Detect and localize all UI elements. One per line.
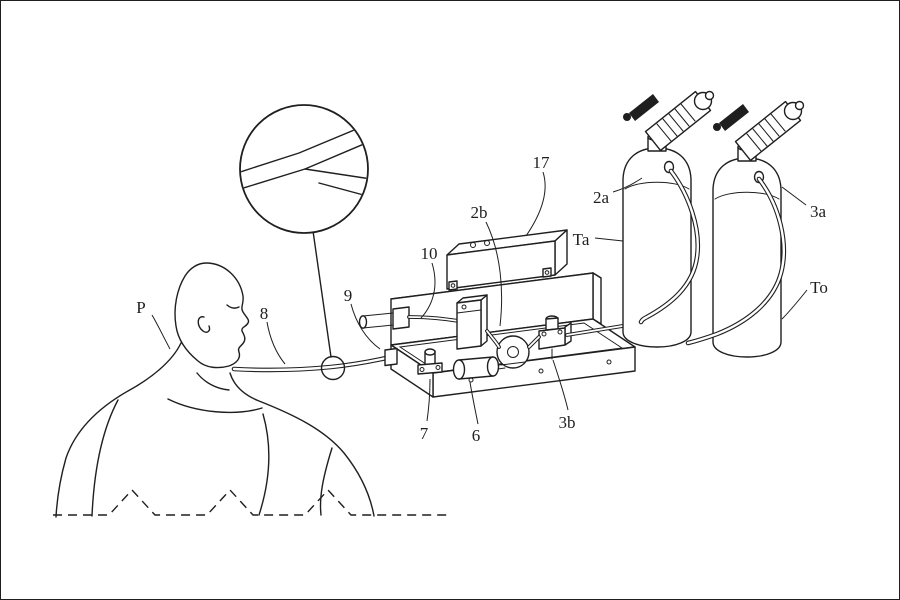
leader-7 xyxy=(426,378,431,422)
detail-marker-circle xyxy=(320,355,346,381)
control-box-17 xyxy=(446,229,568,291)
person-collar-line xyxy=(196,372,230,391)
tray-screw xyxy=(538,368,544,374)
breathing-tube-inner xyxy=(232,355,393,372)
fitting-7 xyxy=(417,348,443,375)
regulator-handle xyxy=(629,94,659,121)
label-9: 9 xyxy=(344,286,353,305)
leader-2b xyxy=(485,221,503,327)
reference-labels: P 8 9 10 17 2b 3b 6 7 2a Ta 3a To xyxy=(136,153,828,445)
label-3a: 3a xyxy=(810,202,827,221)
box-foot xyxy=(448,280,458,291)
regulator-handle xyxy=(719,104,749,131)
leader-8 xyxy=(266,321,286,365)
label-ta: Ta xyxy=(573,230,590,249)
break-line xyxy=(53,488,447,516)
leader-3a xyxy=(781,186,807,206)
person-back-outline xyxy=(55,342,182,518)
leader-9 xyxy=(350,303,381,350)
regulator-2a xyxy=(623,90,715,174)
person-eye xyxy=(226,304,240,309)
inlet-flange xyxy=(358,315,368,329)
hose-ta-inner xyxy=(639,169,699,324)
leader-6 xyxy=(469,381,479,425)
label-8: 8 xyxy=(260,304,269,323)
person-head-outline xyxy=(174,262,250,369)
magnifier-detail xyxy=(239,104,369,381)
leader-2a xyxy=(612,177,643,193)
box-foot xyxy=(542,267,552,278)
label-17: 17 xyxy=(533,153,551,172)
gas-cylinder-ta xyxy=(622,90,715,348)
bulkhead-fitting xyxy=(384,347,398,367)
person-torso-line xyxy=(258,413,270,516)
tray-screw xyxy=(606,359,612,365)
gas-cylinder-to xyxy=(712,100,805,358)
inlet-piping xyxy=(358,306,461,367)
person-chest-line xyxy=(167,398,263,414)
label-to: To xyxy=(810,278,828,297)
label-10: 10 xyxy=(421,244,438,263)
connecting-pipes xyxy=(485,329,541,349)
magnifier-pointer-line xyxy=(312,230,332,358)
person-ear xyxy=(197,316,211,333)
leader-lines xyxy=(151,171,808,425)
hose-to-inner xyxy=(686,177,785,345)
leader-3b xyxy=(552,359,569,411)
label-2b: 2b xyxy=(471,203,488,222)
leader-p xyxy=(151,314,171,350)
back-panel xyxy=(390,272,602,346)
label-7: 7 xyxy=(420,424,429,443)
cylinder-ta-shoulder-seam xyxy=(624,181,690,190)
inlet-block xyxy=(392,306,410,330)
pump xyxy=(496,335,530,369)
regulator-3a xyxy=(713,100,805,184)
label-p: P xyxy=(136,298,145,317)
leader-to xyxy=(781,289,808,320)
leader-10 xyxy=(420,262,436,319)
person-right-arm-line xyxy=(319,447,333,516)
breathing-tube xyxy=(231,354,394,373)
apparatus xyxy=(358,229,647,398)
component-6-cylinder xyxy=(452,356,506,380)
box-terminal xyxy=(484,240,490,246)
valve-3b xyxy=(538,315,572,360)
person-left-arm-line xyxy=(91,399,119,517)
leader-17 xyxy=(525,171,546,237)
vertical-valve-block xyxy=(456,294,488,350)
gas-hoses xyxy=(638,168,786,346)
label-2a: 2a xyxy=(593,188,610,207)
person-front-outline xyxy=(229,372,375,517)
person-figure xyxy=(55,262,375,518)
cylinder-ta-body xyxy=(622,147,692,348)
cylinder-to-shoulder-seam xyxy=(714,191,780,200)
label-6: 6 xyxy=(472,426,481,445)
cylinder-to-body xyxy=(712,157,782,358)
box-terminal xyxy=(470,242,476,248)
leader-ta xyxy=(594,237,624,242)
label-3b: 3b xyxy=(559,413,576,432)
